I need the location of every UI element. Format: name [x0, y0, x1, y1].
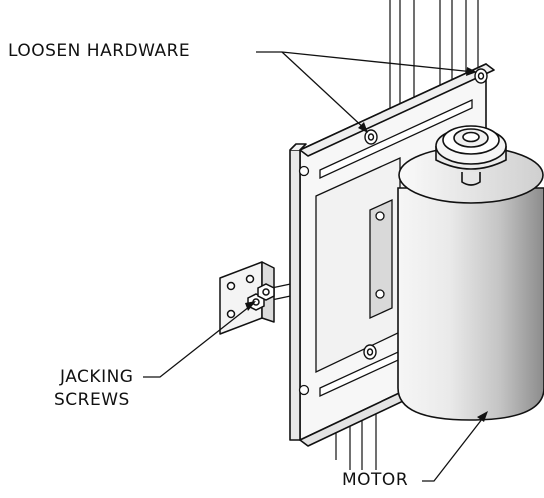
- plate-bolts: [298, 165, 385, 396]
- jacking-screws-label-line1: JACKING: [60, 367, 134, 387]
- leader-lines: [143, 51, 487, 482]
- jacking-screws-label-line2: SCREWS: [54, 390, 130, 410]
- leader-arrowheads: [245, 67, 488, 422]
- jacking-bracket: [219, 261, 275, 335]
- motor-body: [397, 125, 544, 421]
- loosen-hardware-bolts: [363, 68, 488, 360]
- loosen-hardware-label: LOOSEN HARDWARE: [8, 41, 191, 61]
- motor-label: MOTOR: [342, 470, 409, 490]
